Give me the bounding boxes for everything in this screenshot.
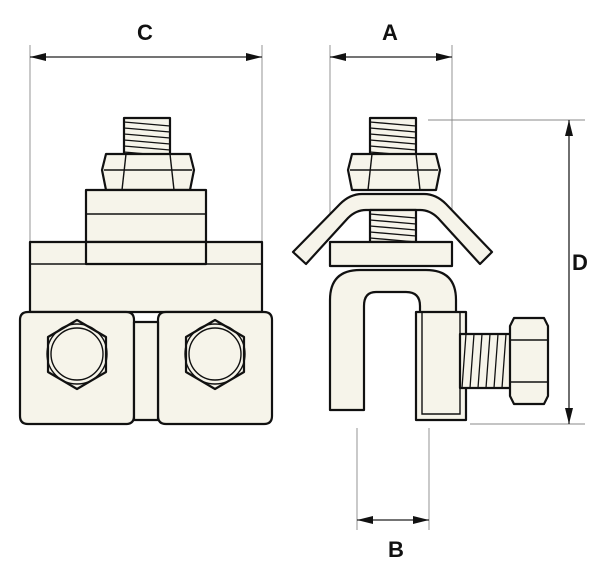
dimension-label-a: A	[382, 20, 398, 45]
side-clamp-bracket	[414, 310, 468, 422]
side-threaded-stud	[368, 116, 418, 158]
arrowhead-c-left	[30, 53, 46, 61]
front-right-bolt-block	[156, 310, 274, 426]
dimension-label-d: D	[572, 250, 588, 275]
arrowhead-d-bottom	[565, 408, 573, 424]
arrowhead-a-left	[330, 53, 346, 61]
arrowhead-a-right	[436, 53, 452, 61]
side-pressure-plate	[328, 240, 454, 268]
side-view	[291, 116, 550, 422]
side-lower-stud	[368, 208, 418, 244]
dimension-label-c: C	[137, 20, 153, 45]
dimension-b: B	[356, 428, 430, 562]
arrowhead-c-right	[246, 53, 262, 61]
front-view	[18, 116, 274, 426]
front-hex-nut	[100, 152, 196, 192]
front-left-bolt-block	[18, 310, 136, 426]
front-threaded-stud	[122, 116, 172, 158]
front-body	[28, 240, 264, 314]
dimension-a: A	[329, 20, 453, 235]
arrowhead-b-left	[357, 516, 373, 524]
left-hex-bolt-head	[46, 318, 108, 391]
dimension-label-b: B	[388, 537, 404, 562]
front-center-web	[132, 320, 160, 422]
side-saddle-strap	[291, 192, 494, 266]
side-horizontal-bolt-head	[508, 316, 550, 406]
right-hex-bolt-head	[184, 318, 246, 391]
arrowhead-b-right	[413, 516, 429, 524]
side-horizontal-bolt-thread	[458, 332, 518, 390]
side-hex-nut	[346, 152, 442, 192]
arrowhead-d-top	[565, 120, 573, 136]
dimension-d: D	[428, 119, 588, 425]
